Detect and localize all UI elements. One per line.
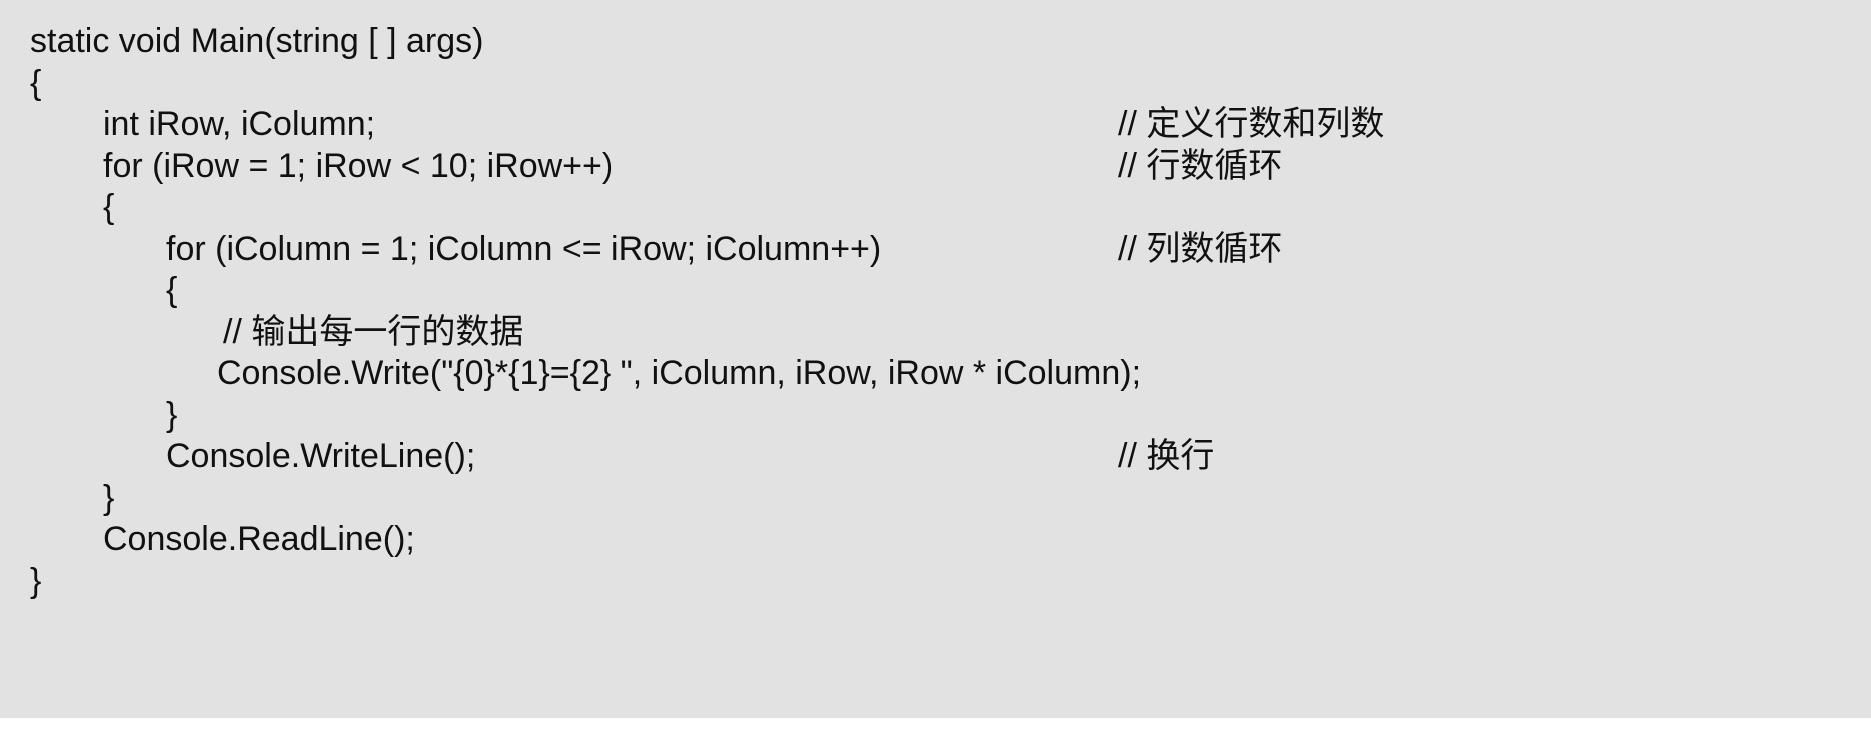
code-text: for (iColumn = 1; iColumn <= iRow; iColu… (166, 230, 882, 268)
code-line-14: } (0, 550, 1871, 612)
code-line-10: } (0, 384, 1871, 446)
code-comment: // 行数循环 (1118, 147, 1283, 185)
code-text: } (30, 562, 42, 600)
code-comment: // 换行 (1118, 437, 1215, 475)
code-line-8: // 输出每一行的数据 (0, 301, 1871, 363)
code-line-5: { (0, 176, 1871, 238)
code-text: Console.WriteLine(); (166, 437, 476, 475)
code-text: Console.Write("{0}*{1}={2} ", iColumn, i… (217, 354, 1142, 392)
code-line-6: for (iColumn = 1; iColumn <= iRow; iColu… (0, 218, 1871, 280)
code-text: int iRow, iColumn; (103, 105, 376, 143)
code-text: // 输出每一行的数据 (223, 313, 524, 351)
code-text: { (166, 271, 178, 309)
code-text: for (iRow = 1; iRow < 10; iRow++) (103, 147, 614, 185)
code-text: { (103, 188, 115, 226)
code-line-11: Console.WriteLine(); // 换行 (0, 425, 1871, 487)
code-text: Console.ReadLine(); (103, 520, 415, 558)
code-line-13: Console.ReadLine(); (0, 508, 1871, 570)
code-text: { (30, 64, 42, 102)
code-line-7: { (0, 259, 1871, 321)
code-text: } (103, 479, 115, 517)
code-line-9: Console.Write("{0}*{1}={2} ", iColumn, i… (0, 342, 1871, 404)
code-line-4: for (iRow = 1; iRow < 10; iRow++) // 行数循… (0, 135, 1871, 197)
code-block: static void Main(string [ ] args) { int … (0, 0, 1871, 718)
code-text: static void Main(string [ ] args) (30, 22, 484, 60)
code-text: } (166, 396, 178, 434)
code-line-1: static void Main(string [ ] args) (0, 10, 1871, 72)
code-comment: // 列数循环 (1118, 230, 1283, 268)
code-line-12: } (0, 467, 1871, 529)
code-line-2: { (0, 52, 1871, 114)
code-comment: // 定义行数和列数 (1118, 105, 1385, 143)
code-line-3: int iRow, iColumn; // 定义行数和列数 (0, 93, 1871, 155)
